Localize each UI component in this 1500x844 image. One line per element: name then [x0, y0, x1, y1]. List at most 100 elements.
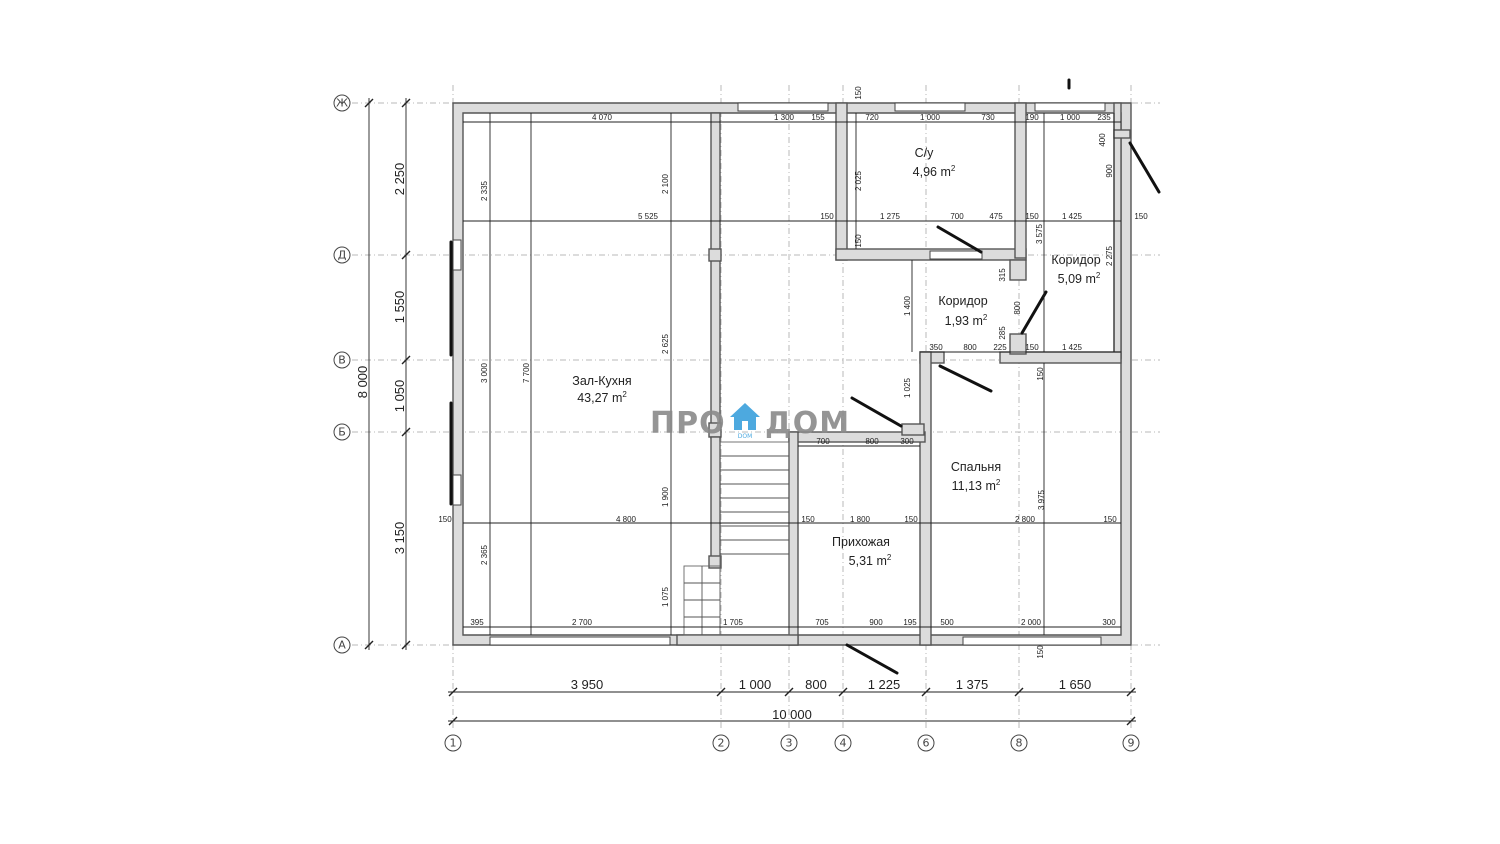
svg-text:500: 500	[940, 618, 954, 627]
svg-text:ПРО: ПРО	[650, 406, 726, 441]
svg-text:4 800: 4 800	[616, 515, 637, 524]
svg-text:5,09 m2: 5,09 m2	[1058, 271, 1101, 286]
axis-bubble-zh: Ж	[333, 94, 351, 112]
svg-text:300: 300	[1102, 618, 1116, 627]
svg-text:ДОМ: ДОМ	[765, 406, 850, 441]
svg-text:Зал-Кухня: Зал-Кухня	[572, 374, 631, 388]
dim-1225: 1 225	[868, 677, 901, 692]
axis-bubble-2: 2	[712, 734, 730, 752]
svg-text:1 705: 1 705	[723, 618, 744, 627]
svg-text:Д: Д	[338, 249, 347, 262]
svg-text:155: 155	[811, 113, 825, 122]
svg-text:235: 235	[1097, 113, 1111, 122]
dim-1000: 1 000	[739, 677, 772, 692]
axis-bubble-v: В	[333, 351, 351, 369]
svg-text:2 625: 2 625	[661, 333, 670, 354]
dim-1650: 1 650	[1059, 677, 1092, 692]
room-label-prikhozhaya: Прихожая 5,31 m2	[832, 535, 892, 568]
svg-text:150: 150	[1036, 367, 1045, 381]
svg-text:Коридор: Коридор	[938, 294, 987, 308]
svg-text:190: 190	[1025, 113, 1039, 122]
bottom-dimension-chain: 3 950 1 000 800 1 225 1 375 1 650 10 000	[448, 677, 1136, 726]
axis-bubble-4: 4	[834, 734, 852, 752]
axis-bubble-b: Б	[333, 423, 351, 441]
svg-text:3: 3	[786, 737, 793, 750]
svg-text:1,93 m2: 1,93 m2	[945, 313, 988, 328]
internal-dimension-lines	[463, 113, 1121, 635]
svg-text:Спальня: Спальня	[951, 460, 1001, 474]
svg-text:2 100: 2 100	[661, 173, 670, 194]
axis-bubble-3: 3	[780, 734, 798, 752]
room-label-zal-kukhnya: Зал-Кухня 43,27 m2	[572, 374, 631, 405]
svg-text:475: 475	[989, 212, 1003, 221]
svg-text:150: 150	[1025, 212, 1039, 221]
svg-text:1 900: 1 900	[661, 486, 670, 507]
interior-walls	[676, 102, 1131, 646]
svg-text:1 300: 1 300	[774, 113, 795, 122]
svg-text:5,31 m2: 5,31 m2	[849, 553, 892, 568]
svg-text:9: 9	[1128, 737, 1135, 750]
svg-text:400: 400	[1098, 133, 1107, 147]
svg-text:700: 700	[950, 212, 964, 221]
svg-text:43,27 m2: 43,27 m2	[577, 390, 627, 405]
svg-text:150: 150	[1025, 343, 1039, 352]
svg-text:1 800: 1 800	[850, 515, 871, 524]
svg-text:2 700: 2 700	[572, 618, 593, 627]
prodom-logo: ПРО DOM ДОМ	[650, 403, 850, 441]
room-label-koridor-2: Коридор 5,09 m2	[1051, 253, 1101, 286]
svg-text:150: 150	[854, 86, 863, 100]
dim-1375: 1 375	[956, 677, 989, 692]
svg-text:8: 8	[1016, 737, 1023, 750]
windows	[452, 102, 1106, 646]
svg-text:Б: Б	[338, 426, 346, 439]
house-icon	[730, 403, 760, 430]
svg-text:Прихожая: Прихожая	[832, 535, 890, 549]
svg-text:2 275: 2 275	[1105, 245, 1114, 266]
room-label-koridor-1: Коридор 1,93 m2	[938, 294, 988, 328]
axis-bubble-1: 1	[444, 734, 462, 752]
axis-bubble-a: А	[333, 636, 351, 654]
svg-text:225: 225	[993, 343, 1007, 352]
svg-text:1 000: 1 000	[920, 113, 941, 122]
dim-3950: 3 950	[571, 677, 604, 692]
svg-text:150: 150	[1036, 645, 1045, 659]
svg-text:2 000: 2 000	[1021, 618, 1042, 627]
svg-text:800: 800	[865, 437, 879, 446]
svg-text:3 000: 3 000	[480, 362, 489, 383]
svg-text:1: 1	[450, 737, 457, 750]
svg-text:Ж: Ж	[336, 97, 348, 110]
dim-total-8000: 8 000	[355, 366, 370, 399]
svg-text:1 025: 1 025	[903, 377, 912, 398]
svg-text:800: 800	[963, 343, 977, 352]
svg-text:730: 730	[981, 113, 995, 122]
svg-text:900: 900	[1105, 164, 1114, 178]
svg-text:150: 150	[1103, 515, 1117, 524]
staircase	[683, 441, 790, 636]
dim-2250: 2 250	[392, 163, 407, 196]
svg-text:800: 800	[1013, 301, 1022, 315]
axis-bubble-d: Д	[333, 246, 351, 264]
svg-text:2 025: 2 025	[854, 170, 863, 191]
svg-text:2 800: 2 800	[1015, 515, 1036, 524]
svg-text:315: 315	[998, 268, 1007, 282]
svg-text:395: 395	[470, 618, 484, 627]
svg-text:2 335: 2 335	[480, 180, 489, 201]
svg-text:С/у: С/у	[915, 146, 935, 160]
axis-bubble-8: 8	[1010, 734, 1028, 752]
svg-text:700: 700	[816, 437, 830, 446]
svg-text:4: 4	[840, 737, 847, 750]
svg-text:150: 150	[820, 212, 834, 221]
svg-text:150: 150	[904, 515, 918, 524]
svg-text:195: 195	[903, 618, 917, 627]
room-label-su: С/у 4,96 m2	[913, 146, 956, 179]
svg-text:DOM: DOM	[738, 433, 753, 440]
dim-total-10000: 10 000	[772, 707, 812, 722]
svg-text:150: 150	[801, 515, 815, 524]
svg-text:В: В	[338, 354, 346, 367]
dim-800: 800	[805, 677, 827, 692]
svg-text:705: 705	[815, 618, 829, 627]
left-dimension-chain: 3 150 1 050 1 550 2 250 8 000	[355, 98, 411, 650]
svg-text:1 400: 1 400	[903, 295, 912, 316]
svg-text:1 425: 1 425	[1062, 212, 1083, 221]
